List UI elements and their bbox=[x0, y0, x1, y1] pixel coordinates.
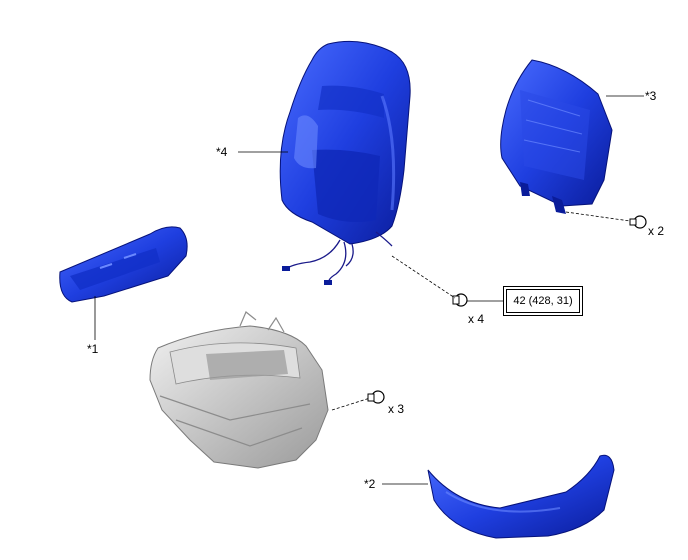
torque-spec-box: 42 (428, 31) bbox=[503, 286, 583, 316]
connector bbox=[282, 266, 290, 271]
bolt-icon bbox=[452, 293, 468, 307]
callout-4: *4 bbox=[216, 145, 228, 159]
leader-lines bbox=[94, 95, 644, 485]
seat-side-shield-part bbox=[59, 226, 188, 303]
seat-cushion-shield-part bbox=[427, 454, 615, 539]
dashed-guides bbox=[331, 211, 631, 411]
seat-cushion-frame-part bbox=[149, 311, 329, 469]
seatback-board-part bbox=[500, 59, 613, 214]
torque-value: 42 (428, 31) bbox=[506, 289, 580, 313]
callout-1: *1 bbox=[87, 342, 99, 356]
callout-3: *3 bbox=[645, 89, 657, 103]
quantity-bolt: x 4 bbox=[468, 312, 485, 326]
quantity-screw: x 2 bbox=[648, 224, 665, 238]
callout-2: *2 bbox=[364, 477, 376, 491]
quantity-clip: x 3 bbox=[388, 402, 405, 416]
clip-icon bbox=[367, 390, 385, 404]
wire-harness bbox=[283, 231, 393, 285]
screw-icon bbox=[629, 215, 647, 229]
seatback-cover-part bbox=[279, 40, 411, 245]
connector bbox=[324, 280, 332, 285]
